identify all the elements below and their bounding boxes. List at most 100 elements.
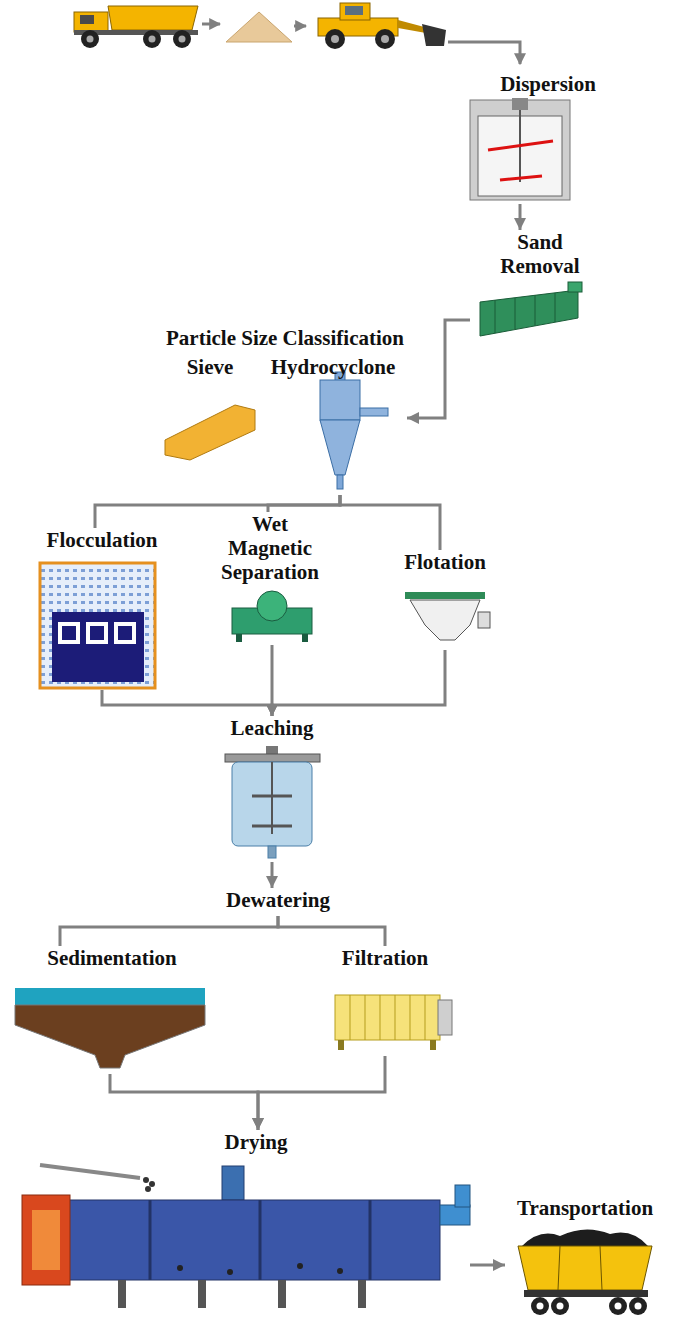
haul-truck bbox=[609, 1297, 627, 1315]
rotary-dryer bbox=[22, 1195, 70, 1285]
flotation-cell bbox=[410, 600, 480, 640]
rotary-dryer bbox=[143, 1177, 149, 1183]
hydrocyclone bbox=[320, 372, 388, 489]
sieve bbox=[165, 405, 255, 460]
wheel-loader bbox=[422, 24, 446, 46]
leaching-reactor bbox=[232, 762, 312, 846]
dump-truck bbox=[81, 30, 99, 48]
process-stage: Transportation bbox=[505, 1196, 665, 1320]
rotary-dryer bbox=[145, 1186, 151, 1192]
leaching-reactor bbox=[225, 754, 320, 762]
wheel-loader bbox=[318, 3, 446, 49]
haul-truck bbox=[635, 1303, 642, 1310]
screw-classifier bbox=[480, 282, 582, 336]
screw-classifier bbox=[555, 293, 556, 322]
process-stage: Drying bbox=[10, 1130, 470, 1315]
rotary-dryer bbox=[369, 1200, 372, 1280]
stage-label: Sedimentation bbox=[22, 946, 202, 970]
ore-pile bbox=[226, 12, 292, 42]
filter-press bbox=[335, 995, 452, 1050]
rotary-dryer bbox=[337, 1268, 343, 1274]
process-stage: Leaching bbox=[215, 716, 330, 862]
rotary-dryer bbox=[198, 1280, 206, 1308]
dump-truck bbox=[108, 6, 198, 30]
flow-connector bbox=[519, 204, 522, 230]
flow-connector bbox=[407, 320, 470, 418]
dispersion-tank bbox=[470, 98, 570, 200]
haul-truck bbox=[524, 1290, 648, 1297]
dump-truck bbox=[143, 30, 161, 48]
screw-classifier bbox=[480, 290, 578, 336]
sedimentation-basin bbox=[15, 988, 205, 1005]
haul-truck bbox=[551, 1297, 569, 1315]
haul-truck bbox=[518, 1229, 652, 1315]
flow-connector bbox=[258, 1056, 385, 1130]
filter-press bbox=[335, 995, 440, 1040]
leaching-reactor bbox=[266, 746, 278, 754]
dump-truck bbox=[74, 12, 108, 32]
stage-label: Hydrocyclone bbox=[263, 355, 403, 379]
stage-label: Dewatering bbox=[206, 888, 351, 912]
stage-label: Flocculation bbox=[27, 528, 177, 552]
filter-press bbox=[380, 995, 381, 1040]
flow-connector bbox=[268, 495, 340, 512]
process-stage: Wet Magnetic Separation bbox=[200, 512, 340, 645]
rotary-dryer bbox=[149, 1200, 152, 1280]
screw-classifier bbox=[535, 295, 536, 326]
screw-classifier bbox=[495, 300, 496, 333]
rotary-dryer bbox=[455, 1185, 470, 1207]
dispersion-tank bbox=[470, 100, 570, 200]
flotation-cell bbox=[478, 612, 490, 628]
process-stage: Sedimentation bbox=[10, 946, 210, 1074]
flocculation-tank bbox=[40, 563, 155, 688]
rotary-dryer bbox=[118, 1280, 126, 1308]
wheel-loader bbox=[325, 29, 345, 49]
sieve bbox=[165, 405, 255, 460]
flocculation-tank bbox=[118, 626, 132, 640]
process-stage: Dewatering bbox=[205, 888, 355, 916]
hydrocyclone bbox=[320, 420, 360, 475]
rotary-dryer bbox=[149, 1181, 155, 1187]
haul-truck bbox=[518, 1246, 652, 1290]
haul-truck bbox=[615, 1303, 622, 1310]
haul-truck bbox=[522, 1229, 648, 1246]
dispersion-tank bbox=[512, 98, 528, 110]
filter-press bbox=[350, 995, 351, 1040]
flow-connector bbox=[271, 862, 274, 888]
flow-arrow bbox=[448, 42, 520, 64]
stage-label: Dispersion bbox=[483, 72, 613, 96]
filter-press bbox=[338, 1040, 344, 1050]
stage-label: Particle Size Classification bbox=[135, 326, 435, 350]
haul-truck bbox=[531, 1297, 549, 1315]
flow-connector bbox=[340, 495, 440, 550]
stage-label: Sand Removal bbox=[485, 230, 595, 278]
hydrocyclone bbox=[320, 380, 360, 420]
stage-label: Flotation bbox=[390, 550, 500, 574]
flow-connector bbox=[272, 650, 445, 716]
magnetic-separator bbox=[236, 634, 242, 642]
flow-connector bbox=[95, 495, 340, 528]
leaching-reactor bbox=[268, 846, 276, 858]
haul-truck bbox=[557, 1303, 564, 1310]
stage-label: Drying bbox=[196, 1130, 316, 1154]
screw-classifier bbox=[568, 282, 582, 292]
wheel-loader bbox=[345, 6, 363, 15]
dispersion-tank bbox=[488, 141, 553, 150]
rotary-dryer bbox=[259, 1200, 262, 1280]
hydrocyclone bbox=[360, 408, 388, 416]
haul-truck bbox=[600, 1246, 602, 1290]
stage-label: Transportation bbox=[510, 1196, 660, 1220]
flow-connector bbox=[110, 1074, 258, 1130]
process-stage: Sand Removal bbox=[470, 230, 610, 340]
leaching-reactor bbox=[225, 746, 320, 858]
dump-truck bbox=[149, 36, 156, 43]
flow-arrow bbox=[202, 23, 220, 26]
process-stage: Filtration bbox=[320, 946, 460, 1056]
process-stage: Flotation bbox=[385, 550, 505, 650]
dump-truck bbox=[74, 6, 198, 48]
flow-arrow bbox=[294, 26, 306, 27]
haul-truck bbox=[629, 1297, 647, 1315]
leaching-reactor bbox=[252, 825, 292, 828]
